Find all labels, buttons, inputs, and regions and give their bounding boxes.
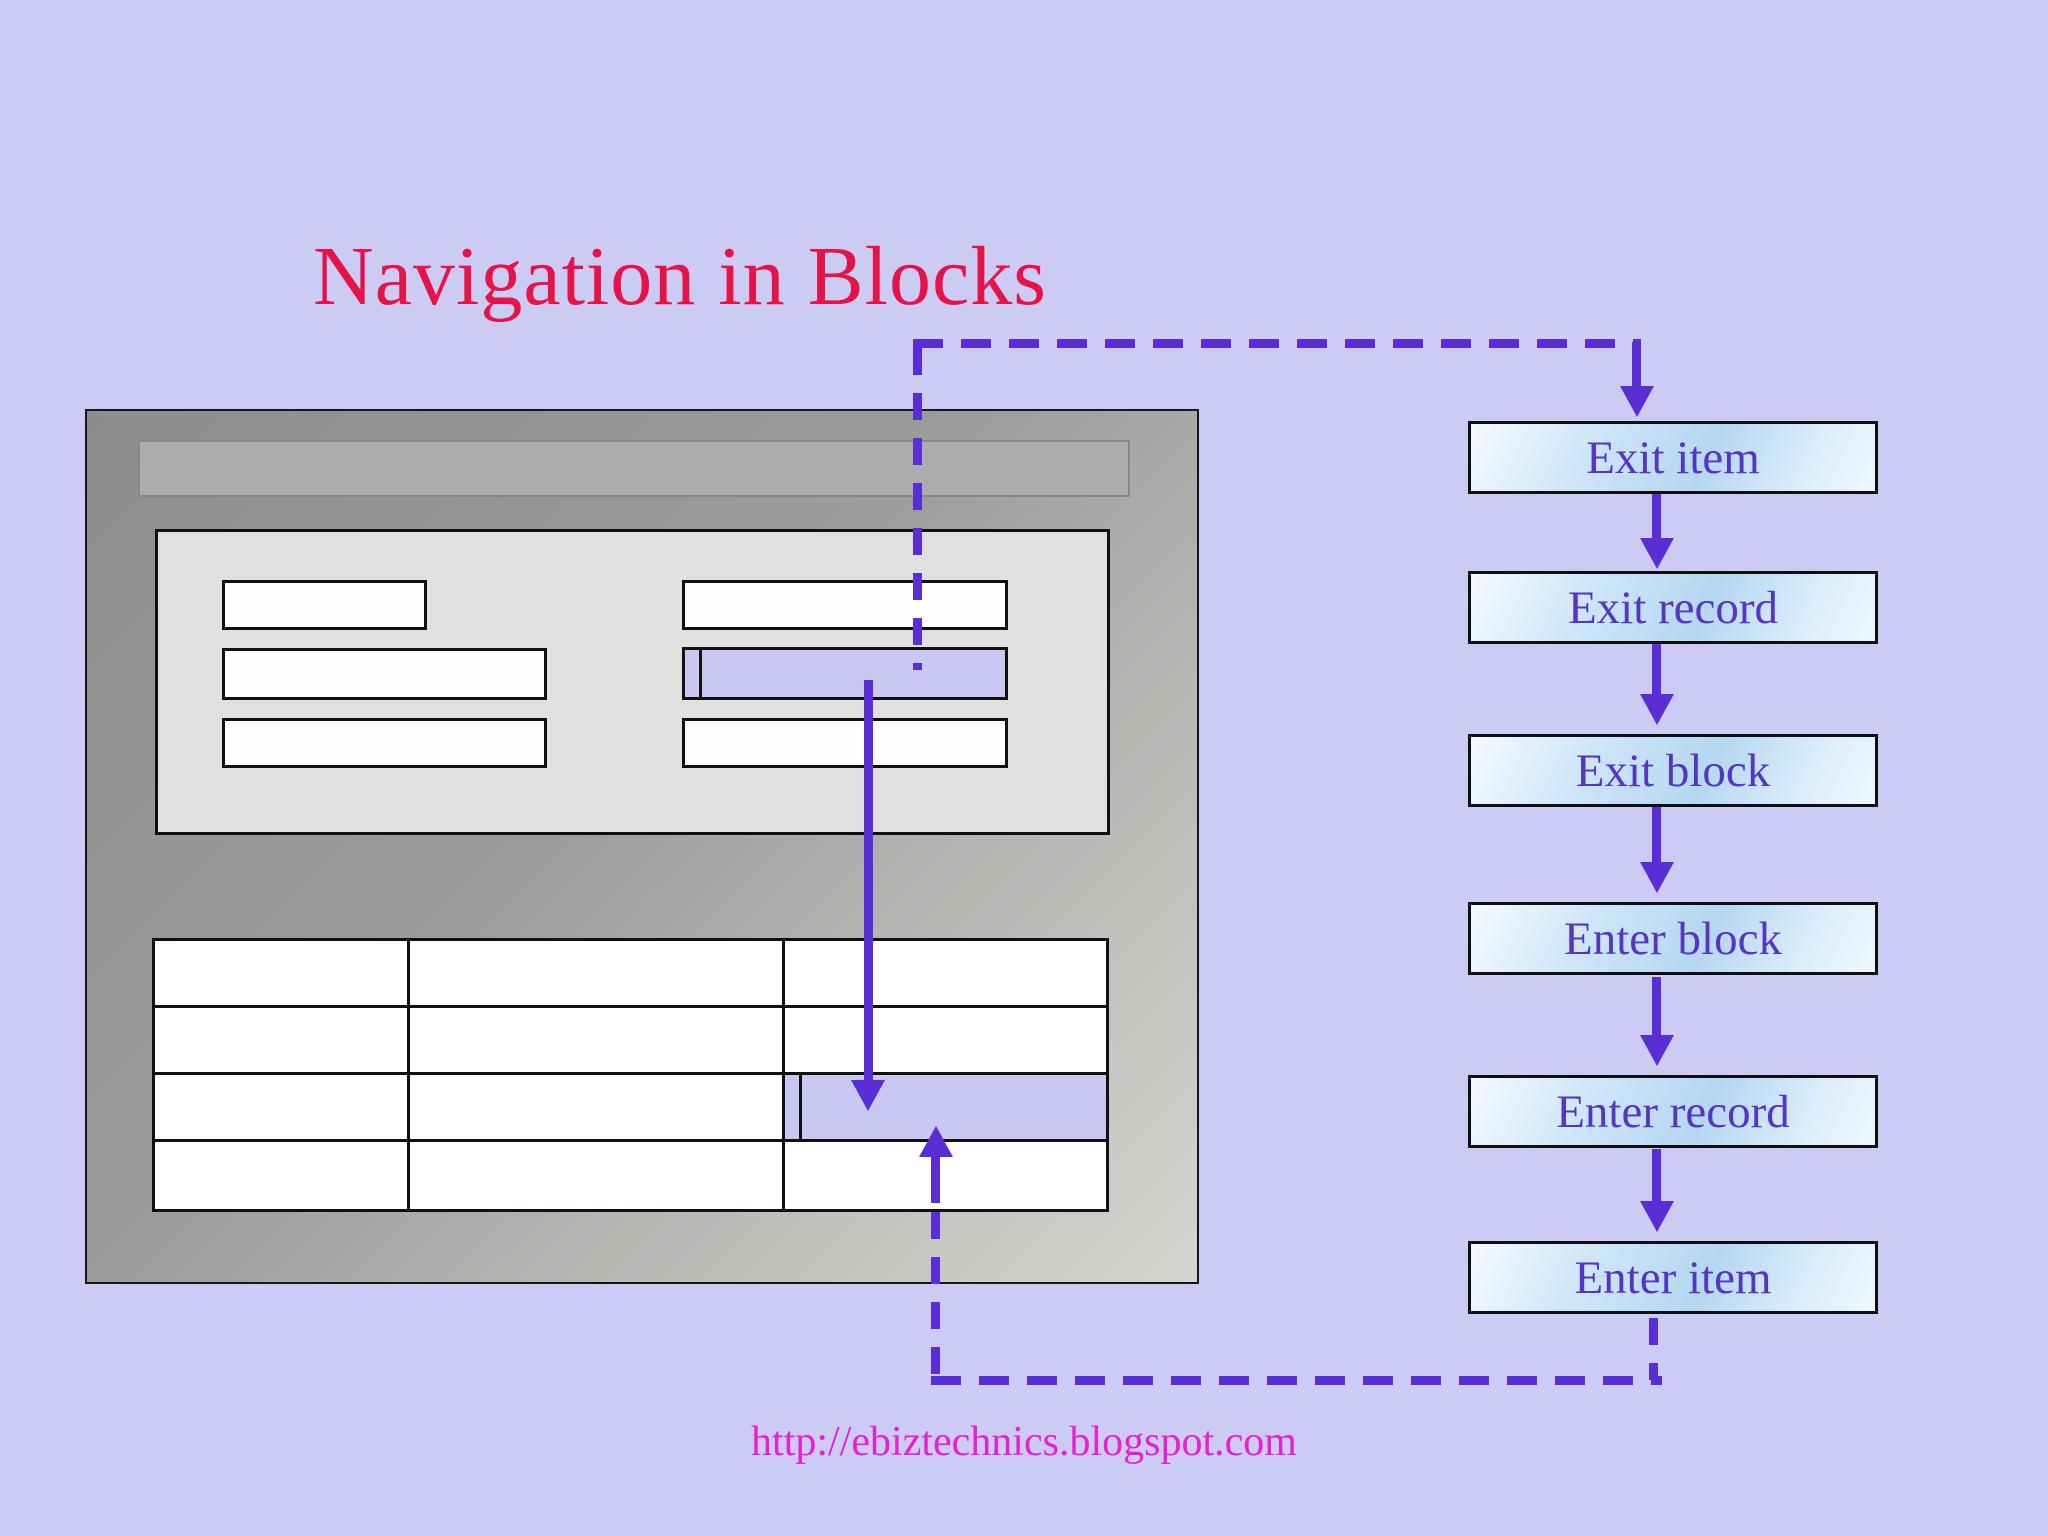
flow-box-enter-item: Enter item (1468, 1241, 1878, 1314)
down-arrow-icon (1640, 538, 1674, 569)
flow-box-exit-item: Exit item (1468, 421, 1878, 494)
table-cell (155, 1075, 410, 1142)
window-titlebar (138, 440, 1130, 497)
flow-arrow-shaft (1652, 644, 1661, 696)
flow-box-exit-record: Exit record (1468, 571, 1878, 644)
field-cursor-strip (685, 650, 702, 697)
form-field-left-1 (222, 580, 427, 630)
table-cell (410, 1075, 785, 1142)
dashed-connector-bottom-left-vertical (931, 1212, 940, 1385)
table-cell (410, 1008, 785, 1075)
flow-arrow-shaft (1652, 494, 1661, 540)
table-cell (410, 1142, 785, 1209)
form-field-left-3 (222, 718, 547, 768)
table-cell (155, 941, 410, 1008)
flow-arrow-shaft (1652, 1149, 1661, 1203)
down-arrow-icon (1640, 1201, 1674, 1232)
table-cell (785, 1008, 1106, 1075)
dashed-connector-top-vertical (913, 348, 922, 670)
flow-box-enter-block: Enter block (1468, 902, 1878, 975)
down-arrow-icon (1620, 386, 1654, 417)
table-cell (410, 941, 785, 1008)
flow-arrow-shaft (1652, 807, 1661, 864)
detail-table (152, 938, 1109, 1212)
down-arrow-icon (851, 1080, 885, 1111)
footer-url: http://ebiztechnics.blogspot.com (751, 1419, 1297, 1465)
down-arrow-icon (1640, 862, 1674, 893)
field-to-cell-arrow-shaft (864, 680, 873, 1082)
down-arrow-icon (1640, 1035, 1674, 1066)
table-cell (785, 941, 1106, 1008)
form-field-highlighted (682, 647, 1008, 700)
table-cell (155, 1142, 410, 1209)
dashed-connector-bottom-right-vertical (1649, 1318, 1658, 1380)
form-field-right-3 (682, 718, 1008, 768)
cell-cursor-strip (785, 1075, 802, 1139)
up-arrow-icon (919, 1126, 953, 1157)
return-arrow-shaft (931, 1155, 940, 1203)
flow-box-exit-block: Exit block (1468, 734, 1878, 807)
flow-arrow-shaft (1652, 977, 1661, 1037)
form-field-left-2 (222, 648, 547, 700)
flow-box-enter-record: Enter record (1468, 1075, 1878, 1148)
table-cell (155, 1008, 410, 1075)
dashed-connector-top-horizontal (913, 339, 1641, 348)
down-arrow-icon (1640, 694, 1674, 725)
form-field-right-1 (682, 580, 1008, 630)
entry-arrow-shaft (1632, 342, 1641, 388)
dashed-connector-bottom-horizontal (931, 1376, 1662, 1385)
page-title: Navigation in Blocks (313, 230, 1047, 323)
